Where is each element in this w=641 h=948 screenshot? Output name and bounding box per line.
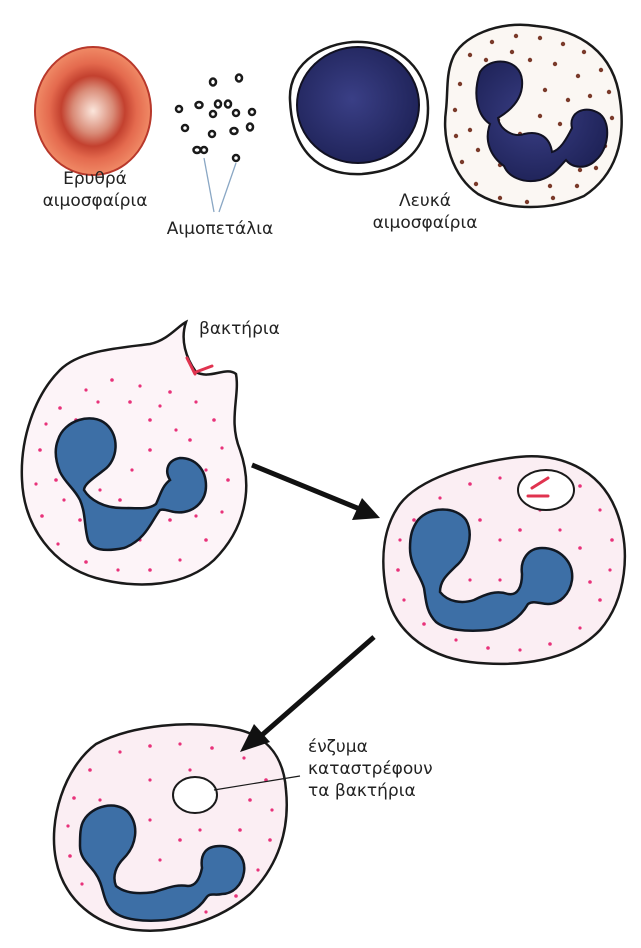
label-platelets-text: Αιμοπετάλια xyxy=(160,218,280,240)
label-red-cells: Ερυθρά αιμοσφαίρια xyxy=(30,168,160,212)
platelets-pointer-lines xyxy=(204,158,236,212)
label-enzymes-line2: καταστρέφουν xyxy=(308,758,433,780)
neutrophil-cell-top xyxy=(445,25,622,207)
neutrophil-cell-1 xyxy=(22,322,246,584)
neutrophil-cell-2 xyxy=(383,456,624,664)
label-enzymes-line1: ένζυμα xyxy=(308,736,433,758)
label-white-cells-line1: Λευκά xyxy=(360,190,490,212)
neutrophil-cell-3 xyxy=(54,724,300,930)
label-red-cells-line1: Ερυθρά xyxy=(30,168,160,190)
label-white-cells: Λευκά αιμοσφαίρια xyxy=(360,190,490,234)
label-bacteria: βακτήρια xyxy=(199,318,280,340)
label-white-cells-line2: αιμοσφαίρια xyxy=(360,212,490,234)
label-red-cells-line2: αιμοσφαίρια xyxy=(30,190,160,212)
label-bacteria-text: βακτήρια xyxy=(199,318,280,340)
lymphocyte-cell xyxy=(290,42,428,174)
label-enzymes-line3: τα βακτήρια xyxy=(308,780,433,802)
red-blood-cell xyxy=(35,47,151,175)
label-platelets: Αιμοπετάλια xyxy=(160,218,280,240)
platelets-cluster xyxy=(176,75,255,162)
arrow-1 xyxy=(252,465,380,520)
arrow-2 xyxy=(240,637,374,752)
label-enzymes: ένζυμα καταστρέφουν τα βακτήρια xyxy=(308,736,433,802)
